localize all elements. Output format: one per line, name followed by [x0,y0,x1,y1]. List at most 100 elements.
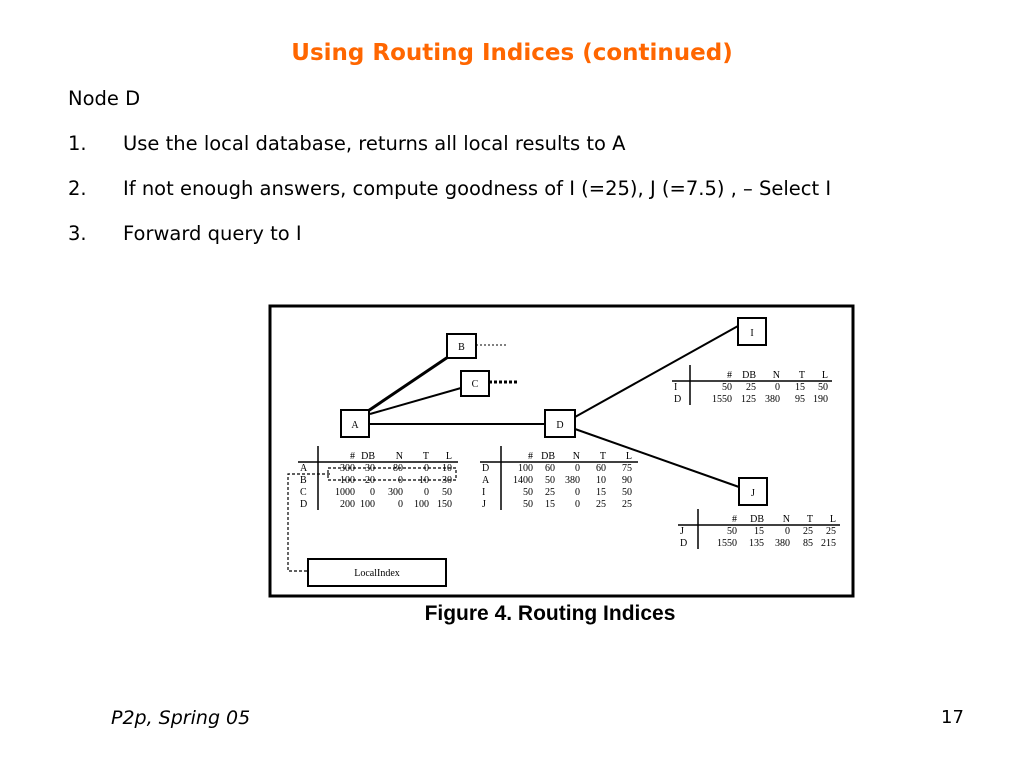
table-cell: 50 [727,526,737,537]
table-cell: 50 [442,487,452,498]
table-header-cell: N [396,451,403,462]
table-cell: 85 [803,538,813,549]
slide-body: Node D 1. Use the local database, return… [68,84,948,264]
node-i: I [737,317,767,346]
table-cell: 90 [622,475,632,486]
table-cell: 50 [818,382,828,393]
table-header-cell: N [773,370,780,381]
table-row-label: I [674,382,677,393]
table-header-cell: # [732,514,737,525]
table-cell: 25 [596,499,606,510]
node-b: B [446,333,477,359]
table-cell: 80 [393,463,403,474]
table-cell: 300 [388,487,403,498]
item-number: 3. [68,222,87,245]
table-cell: 10 [419,475,429,486]
table-cell: 95 [795,394,805,405]
node-heading: Node D [68,87,141,110]
table-cell: 30 [365,463,375,474]
table-cell: 1550 [717,538,737,549]
table-row-label: A [300,463,308,474]
table-row-label: J [482,499,486,510]
table-cell: 0 [785,526,790,537]
table-cell: 50 [523,499,533,510]
table-cell: 100 [340,475,355,486]
table-row-label: I [482,487,485,498]
table-cell: 1400 [513,475,533,486]
node-i-label: I [750,328,753,339]
table-cell: 135 [749,538,764,549]
table-cell: 0 [775,382,780,393]
edge-a-c [369,387,462,415]
node-c-label: C [472,379,479,390]
table-cell: 50 [523,487,533,498]
table-cell: 25 [746,382,756,393]
local-index-box [307,558,447,587]
table-cell: 0 [575,499,580,510]
table-cell: 200 [340,499,355,510]
table-row-label: D [300,499,307,510]
table-cell: 15 [754,526,764,537]
table-header-cell: # [350,451,355,462]
table-cell: 15 [596,487,606,498]
list-item: 3. Forward query to I [68,219,948,248]
list-item: 2. If not enough answers, compute goodne… [68,174,948,203]
edge-a-b [367,355,449,413]
steps-list: 1. Use the local database, returns all l… [68,129,948,248]
table-cell: 100 [518,463,533,474]
table-cell: 0 [424,487,429,498]
figure-caption: Figure 4. Routing Indices [425,602,676,625]
local-index-pointer [287,473,330,572]
table-cell: 1000 [335,487,355,498]
node-i-box [737,317,767,346]
table-row-label: C [300,487,307,498]
table-row-label: B [300,475,307,486]
table-cell: 0 [575,463,580,474]
node-j-label: J [751,488,755,499]
table-row-label: A [482,475,490,486]
table-cell: 20 [365,475,375,486]
table-cell: 100 [360,499,375,510]
table-cell: 380 [565,475,580,486]
table-cell: 10 [442,463,452,474]
node-d-box [544,409,576,438]
item-number: 1. [68,132,87,155]
table-header-cell: L [830,514,836,525]
slide-title: Using Routing Indices (continued) [291,40,733,66]
node-j-box [738,477,768,506]
table-row-label: D [482,463,489,474]
table-cell: 300 [340,463,355,474]
table-cell: 50 [545,475,555,486]
network-edges [287,325,740,572]
table-cell: 0 [370,487,375,498]
table-cell: 30 [442,475,452,486]
table-cell: 50 [622,487,632,498]
page-number: 17 [941,707,964,728]
table-cell: 15 [795,382,805,393]
table-header-cell: # [727,370,732,381]
node-c: C [460,370,490,397]
table-cell: 150 [437,499,452,510]
table-header-cell: T [423,451,429,462]
table-header-cell: DB [742,370,756,381]
node-b-label: B [458,342,465,353]
table-cell: 50 [722,382,732,393]
footer-course: P2p, Spring 05 [111,707,251,729]
table-cell: 0 [398,499,403,510]
table-header-cell: T [807,514,813,525]
table-row-label: J [680,526,684,537]
table-header-cell: DB [541,451,555,462]
node-c-box [460,370,490,397]
table-cell: 25 [803,526,813,537]
table-cell: 10 [596,475,606,486]
table-header-cell: DB [361,451,375,462]
table-header-cell: T [600,451,606,462]
table-cell: 15 [545,499,555,510]
table-header-cell: L [626,451,632,462]
table-cell: 380 [765,394,780,405]
table-cell: 0 [575,487,580,498]
table-cell: 60 [545,463,555,474]
table-cell: 60 [596,463,606,474]
